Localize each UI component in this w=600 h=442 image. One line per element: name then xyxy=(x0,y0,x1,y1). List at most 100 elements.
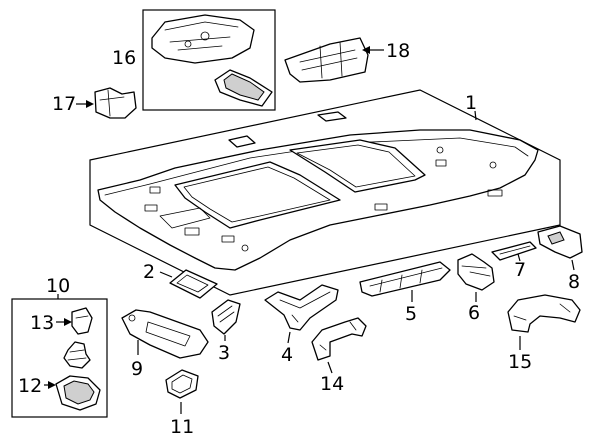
part-2-inner xyxy=(176,274,209,293)
part-16-overhead-console: 16 xyxy=(112,9,276,111)
rear-sunroof-opening xyxy=(289,139,426,193)
callout-3: 3 xyxy=(218,342,230,364)
part-9-hinge xyxy=(128,314,136,322)
callout-2-leader xyxy=(159,271,173,278)
headliner-cutout-g xyxy=(487,189,503,197)
part-5-strip: 5 xyxy=(359,261,451,325)
front-sunroof-inner xyxy=(183,166,331,223)
headliner-cutout-e xyxy=(374,203,388,211)
headliner-hole-a xyxy=(436,146,444,154)
callout-4: 4 xyxy=(281,344,293,366)
part-3-ribs xyxy=(217,305,235,323)
part-8-bracket: 8 xyxy=(537,225,583,293)
callout-17: 17 xyxy=(52,93,76,115)
part-7-strip: 7 xyxy=(491,241,537,281)
part-17-detail xyxy=(99,89,125,117)
part-11-body xyxy=(165,369,199,399)
headliner-hole-c xyxy=(241,244,249,252)
pad-left xyxy=(228,135,256,148)
callout-6: 6 xyxy=(468,302,480,324)
part-15-detail xyxy=(513,303,571,321)
callout-14-leader xyxy=(327,361,333,374)
part-5-ribs xyxy=(369,267,443,293)
callout-15: 15 xyxy=(508,351,532,373)
part-8-body xyxy=(537,225,583,259)
rear-sunroof-inner xyxy=(296,144,416,188)
callout-8-leader xyxy=(571,259,575,271)
callout-7-leader xyxy=(517,253,521,262)
part-13-detail xyxy=(75,315,89,319)
part-10-box xyxy=(11,298,108,418)
part-15-grab-handle: 15 xyxy=(507,294,581,373)
part-3-body xyxy=(211,299,241,335)
headliner-cutout-d xyxy=(221,235,235,243)
headliner-cutout-a xyxy=(149,186,161,194)
console-knob-a xyxy=(200,31,210,41)
part-10-fastener xyxy=(63,341,91,369)
callout-2: 2 xyxy=(143,261,155,283)
part-6-detail xyxy=(461,265,491,277)
pad-right xyxy=(317,111,347,122)
callout-10: 10 xyxy=(46,275,70,297)
callout-1: 1 xyxy=(465,92,477,114)
overhead-console-detail xyxy=(164,21,239,51)
part-13-clip xyxy=(71,307,93,335)
callout-5: 5 xyxy=(405,303,417,325)
part-1-headliner-group: 1 xyxy=(89,89,561,296)
headliner-frame xyxy=(89,89,561,296)
part-9-mirror xyxy=(145,321,191,347)
part-17-clip: 17 xyxy=(52,87,137,119)
part-16-box xyxy=(142,9,276,111)
sunglass-holder-inner xyxy=(223,73,265,101)
part-7-body xyxy=(491,241,537,261)
part-11-inner xyxy=(171,374,193,394)
part-14-body xyxy=(311,317,367,361)
part-8-slot xyxy=(547,231,565,245)
part-14-grab-handle: 14 xyxy=(311,317,367,395)
part-9-sun-visor: 9 xyxy=(121,309,209,380)
part-7-ribs xyxy=(499,245,531,255)
part-10-fastener-detail xyxy=(67,349,87,361)
callout-12-arrowhead xyxy=(48,381,56,389)
part-18-ribs xyxy=(299,41,358,79)
headliner-map-lamp-recess xyxy=(159,207,211,229)
headliner-cutout-c xyxy=(184,227,200,236)
part-6-connector: 6 xyxy=(457,253,495,324)
console-knob-b xyxy=(184,40,192,48)
part-4-detail xyxy=(279,291,331,323)
callout-12: 12 xyxy=(18,375,42,397)
part-18-bracket: 18 xyxy=(284,37,410,83)
callout-18-arrowhead xyxy=(362,46,370,54)
part-17-body xyxy=(94,87,137,119)
callout-9: 9 xyxy=(131,358,143,380)
callout-1-leader xyxy=(474,110,477,121)
callout-7: 7 xyxy=(514,259,526,281)
callout-16: 16 xyxy=(112,47,136,69)
part-15-body xyxy=(507,294,581,333)
part-10-group: 10 13 12 xyxy=(11,275,108,418)
callout-11: 11 xyxy=(170,416,194,438)
headliner-hole-b xyxy=(489,161,497,169)
front-sunroof-opening xyxy=(174,161,341,229)
part-5-body xyxy=(359,261,451,297)
part-18-body xyxy=(284,37,369,83)
callout-18: 18 xyxy=(386,40,410,62)
part-14-detail xyxy=(319,321,357,351)
part-4-pillar-trim: 4 xyxy=(264,284,339,366)
part-3-clip: 3 xyxy=(211,299,241,364)
headliner-cutout-f xyxy=(435,159,447,167)
headliner-cutout-b xyxy=(144,204,158,212)
callout-13: 13 xyxy=(30,312,54,334)
callout-13-arrowhead xyxy=(64,318,72,326)
part-2-body xyxy=(169,269,218,299)
callout-8: 8 xyxy=(568,271,580,293)
part-11-cover: 11 xyxy=(165,369,199,438)
callout-4-leader xyxy=(287,331,291,344)
part-9-body xyxy=(121,309,209,359)
callout-17-arrowhead xyxy=(86,100,94,108)
part-2-pad: 2 xyxy=(143,261,218,299)
callout-14: 14 xyxy=(320,373,344,395)
part-6-body xyxy=(457,253,495,291)
part-12-opening xyxy=(63,380,95,405)
